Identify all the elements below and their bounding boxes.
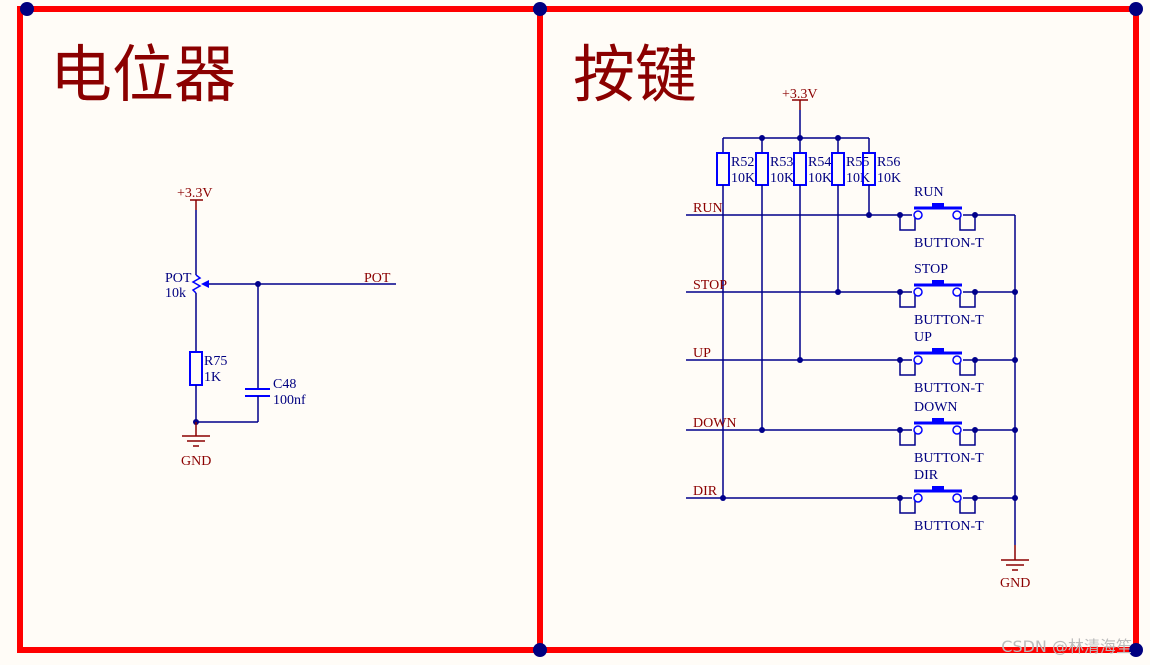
button-name: STOP — [914, 262, 948, 277]
net-label: STOP — [693, 278, 727, 293]
net-label: RUN — [693, 201, 723, 216]
resistor-value: 10K — [846, 171, 870, 186]
resistor-designator: R52 — [731, 155, 754, 170]
resistor-body — [755, 152, 769, 186]
resistor-designator: R55 — [846, 155, 869, 170]
potentiometer-symbol — [191, 274, 202, 294]
ground-symbol — [182, 422, 210, 447]
resistor-r75-body — [189, 351, 203, 386]
button-type: BUTTON-T — [914, 451, 984, 466]
switch-contact — [913, 210, 923, 220]
net-label: UP — [693, 346, 711, 361]
ground-label: GND — [1000, 576, 1030, 591]
frame-corner-dots — [20, 2, 1143, 657]
resistor-designator: R56 — [877, 155, 900, 170]
switch-contact — [913, 493, 923, 503]
button-type: BUTTON-T — [914, 236, 984, 251]
net-label: DOWN — [693, 416, 737, 431]
switch-contact — [952, 287, 962, 297]
switch-contact — [952, 493, 962, 503]
resistor-body — [831, 152, 845, 186]
net-label-pot: POT — [364, 271, 391, 286]
ground-label: GND — [181, 454, 211, 469]
button-type: BUTTON-T — [914, 381, 984, 396]
section-title-potentiometer: 电位器 — [50, 38, 236, 111]
button-dir: DIR DIR BUTTON-T — [686, 468, 1018, 534]
button-type: BUTTON-T — [914, 519, 984, 534]
switch-contact — [952, 210, 962, 220]
button-name: DIR — [914, 468, 939, 483]
button-run: RUN RUN BUTTON-T — [686, 185, 1015, 251]
switch-contact — [913, 355, 923, 365]
switch-contact — [952, 355, 962, 365]
button-type: BUTTON-T — [914, 313, 984, 328]
resistor-value: 10K — [877, 171, 901, 186]
switch-contact — [913, 287, 923, 297]
button-down: DOWN DOWN BUTTON-T — [686, 400, 1018, 466]
resistor-designator: R53 — [770, 155, 793, 170]
power-label: +3.3V — [177, 186, 213, 201]
net-label: DIR — [693, 484, 718, 499]
button-name: DOWN — [914, 400, 958, 415]
resistor-value: 10K — [808, 171, 832, 186]
resistor-designator: R54 — [808, 155, 831, 170]
ground-symbol — [1001, 545, 1029, 571]
resistor-value: 10K — [770, 171, 794, 186]
switch-contact — [913, 425, 923, 435]
potentiometer-circuit — [182, 199, 396, 447]
resistor-body — [793, 152, 807, 186]
button-name: UP — [914, 330, 932, 345]
sheet-frame — [17, 6, 1139, 653]
switch-contact — [952, 425, 962, 435]
section-title-buttons: 按键 — [573, 38, 697, 111]
watermark: CSDN @林清海笙 — [1001, 637, 1132, 656]
r75-value: 1K — [204, 370, 221, 385]
button-up: UP UP BUTTON-T — [686, 330, 1018, 396]
pot-designator: POT — [165, 271, 192, 286]
button-circuit-power — [723, 99, 1029, 571]
button-name: RUN — [914, 185, 944, 200]
button-stop: STOP STOP BUTTON-T — [686, 262, 1018, 328]
c48-value: 100nf — [273, 393, 306, 408]
resistor-value: 10K — [731, 171, 755, 186]
r75-designator: R75 — [204, 354, 227, 369]
power-label: +3.3V — [782, 87, 818, 102]
pot-value: 10k — [165, 286, 186, 301]
resistor-body — [716, 152, 730, 186]
c48-designator: C48 — [273, 377, 296, 392]
